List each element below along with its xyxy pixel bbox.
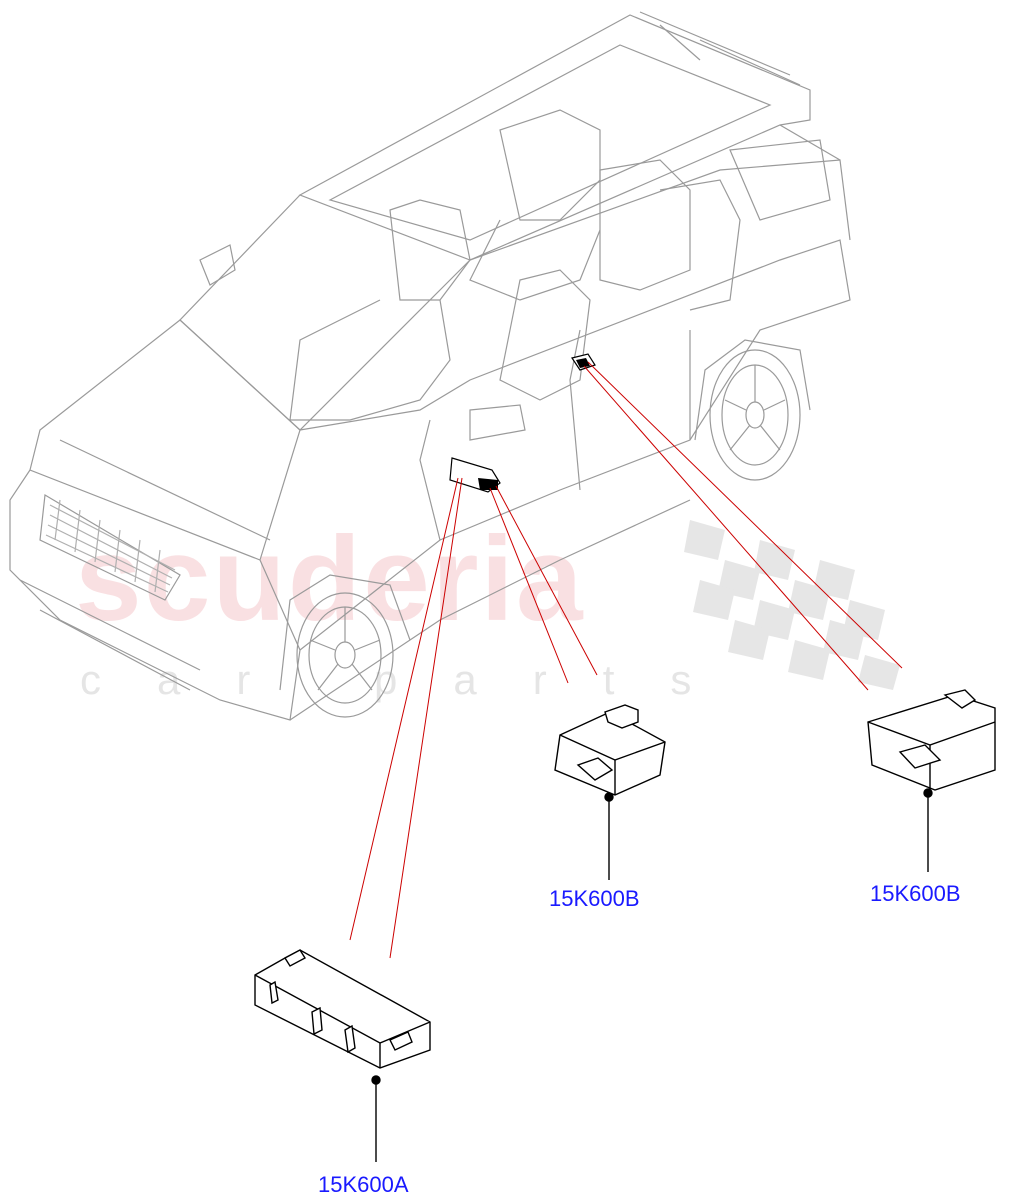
part-15k600a-drawing <box>254 949 431 1162</box>
module-location-rear <box>571 353 596 371</box>
watermark-subtext: car parts <box>80 656 748 703</box>
part-label-15k600b-right[interactable]: 15K600B <box>870 881 961 906</box>
part-label-15k600b-left[interactable]: 15K600B <box>549 886 640 911</box>
checkered-flag-watermark <box>684 520 900 690</box>
watermark-logo-text: scuderia <box>75 512 585 646</box>
part-15k600b-right-drawing <box>867 689 996 872</box>
vehicle-outline <box>9 11 851 721</box>
part-label-15k600a[interactable]: 15K600A <box>318 1172 409 1197</box>
callout-lines <box>349 361 903 959</box>
module-location-front <box>449 457 501 493</box>
part-15k600b-left-drawing <box>554 704 666 880</box>
